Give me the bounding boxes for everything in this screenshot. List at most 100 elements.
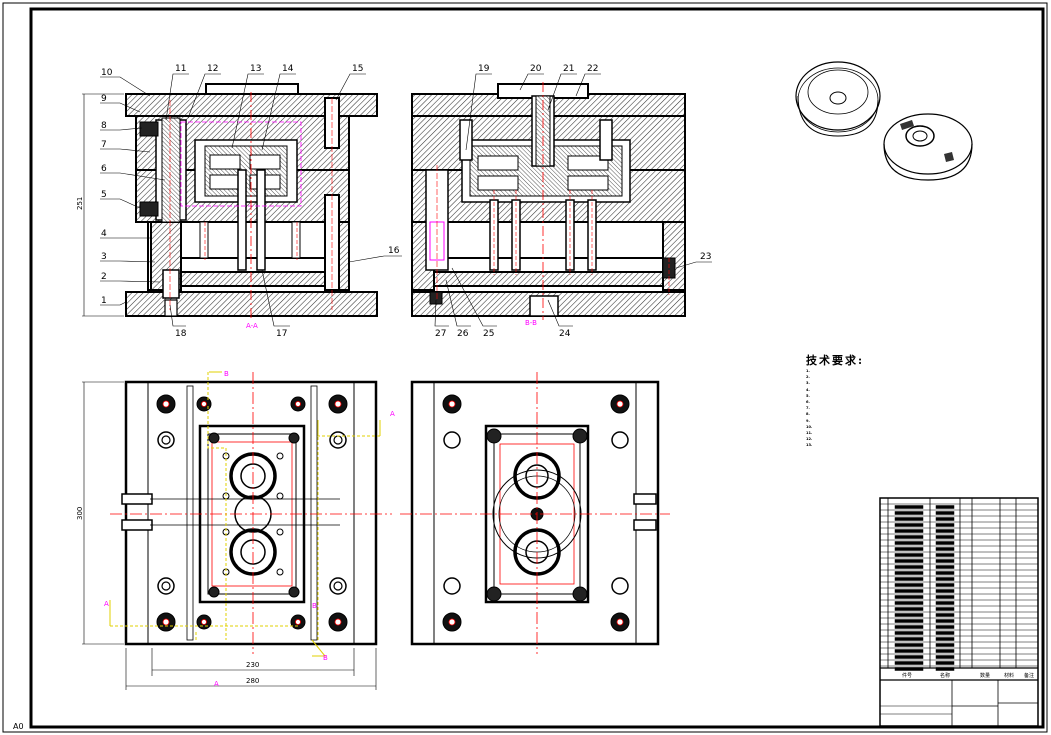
table-cell-mark (935, 535, 955, 539)
table-cell-mark (894, 517, 924, 521)
table-cell-mark (935, 517, 955, 521)
part-isometric-view (795, 61, 973, 181)
table-cell-mark (935, 505, 955, 509)
leader-line (100, 198, 141, 209)
dimension-front-height: 251 (76, 197, 84, 210)
table-cell-mark (935, 541, 955, 545)
leader-line (261, 73, 296, 151)
table-cell-mark (894, 613, 924, 617)
section-label-b: B-B (525, 319, 537, 327)
sheet-size-code: A0 (13, 722, 24, 731)
table-cell-mark (935, 601, 955, 605)
cut-marker-a: A (104, 600, 109, 608)
part-number-10: 10 (101, 68, 113, 78)
part-number-12: 12 (207, 64, 218, 74)
part-number-25: 25 (483, 329, 494, 339)
leader-line (547, 73, 577, 111)
table-cell-mark (935, 661, 955, 665)
leader-line (100, 260, 156, 263)
table-cell-mark (935, 529, 955, 533)
table-cell-mark (894, 559, 924, 563)
note-line: 9. (806, 418, 810, 423)
cut-marker-a: A (214, 680, 219, 688)
table-cell-mark (935, 553, 955, 557)
table-cell-mark (894, 523, 924, 527)
table-cell-mark (894, 661, 924, 665)
leader-line (348, 255, 402, 263)
leader-line (100, 76, 151, 97)
part-number-1: 1 (101, 296, 107, 306)
note-line: 13. (806, 443, 813, 448)
note-line: 5. (806, 393, 810, 398)
table-cell-mark (894, 571, 924, 575)
leader-line (165, 73, 189, 121)
table-cell-mark (935, 589, 955, 593)
leader-line (575, 73, 601, 97)
leader-line (100, 148, 151, 153)
part-number-3: 3 (101, 252, 107, 262)
table-cell-mark (894, 553, 924, 557)
table-cell-mark (894, 595, 924, 599)
leader-line (100, 127, 143, 131)
table-cell-mark (894, 535, 924, 539)
table-cell-mark (894, 529, 924, 533)
leader-line (169, 304, 186, 327)
table-cell-mark (894, 511, 924, 515)
leader-line (100, 280, 161, 283)
part-number-5: 5 (101, 190, 107, 200)
note-line: 8. (806, 412, 810, 417)
part-number-27: 27 (435, 329, 446, 339)
table-cell-mark (935, 577, 955, 581)
dimension-inner-width: 230 (246, 661, 259, 669)
table-cell-mark (894, 643, 924, 647)
table-cell-mark (894, 577, 924, 581)
cut-marker-b: B (312, 602, 317, 610)
table-cell-mark (894, 637, 924, 641)
table-cell-mark (935, 655, 955, 659)
table-header-part-no: 件号 (902, 672, 912, 679)
section-view-b (411, 82, 686, 320)
note-line: 4. (806, 387, 810, 392)
table-cell-mark (894, 541, 924, 545)
part-number-22: 22 (587, 64, 598, 74)
table-cell-mark (935, 625, 955, 629)
leader-line (434, 299, 449, 327)
table-cell-mark (935, 583, 955, 587)
part-number-26: 26 (457, 329, 469, 339)
part-number-20: 20 (530, 64, 542, 74)
table-cell-mark (935, 631, 955, 635)
table-cell-mark (894, 655, 924, 659)
leader-line (335, 73, 366, 101)
part-number-23: 23 (700, 252, 711, 262)
part-number-17: 17 (276, 329, 287, 339)
table-cell-mark (935, 571, 955, 575)
note-line: 2. (806, 375, 810, 380)
table-cell-mark (935, 649, 955, 653)
note-line: 10. (806, 424, 813, 429)
table-cell-mark (894, 649, 924, 653)
table-header-material: 材料 (1004, 672, 1014, 679)
cut-marker-a: A (390, 410, 395, 418)
cut-marker-b: B (323, 654, 328, 662)
part-number-15: 15 (352, 64, 363, 74)
part-number-4: 4 (101, 229, 107, 239)
part-number-2: 2 (101, 272, 107, 282)
leader-line (675, 261, 712, 269)
part-number-14: 14 (282, 64, 294, 74)
leader-line (100, 301, 127, 306)
table-header-qty: 数量 (980, 672, 990, 679)
part-number-16: 16 (388, 246, 400, 256)
table-cell-mark (935, 565, 955, 569)
table-cell-mark (894, 601, 924, 605)
part-number-21: 21 (563, 64, 574, 74)
leader-line (100, 172, 166, 181)
note-line: 6. (806, 400, 810, 405)
table-cell-mark (894, 619, 924, 623)
cut-marker-b: B (224, 370, 229, 378)
table-cell-mark (935, 559, 955, 563)
part-number-9: 9 (101, 94, 107, 104)
part-number-18: 18 (175, 329, 187, 339)
table-cell-mark (894, 631, 924, 635)
leader-line (519, 73, 544, 91)
table-cell-mark (894, 565, 924, 569)
